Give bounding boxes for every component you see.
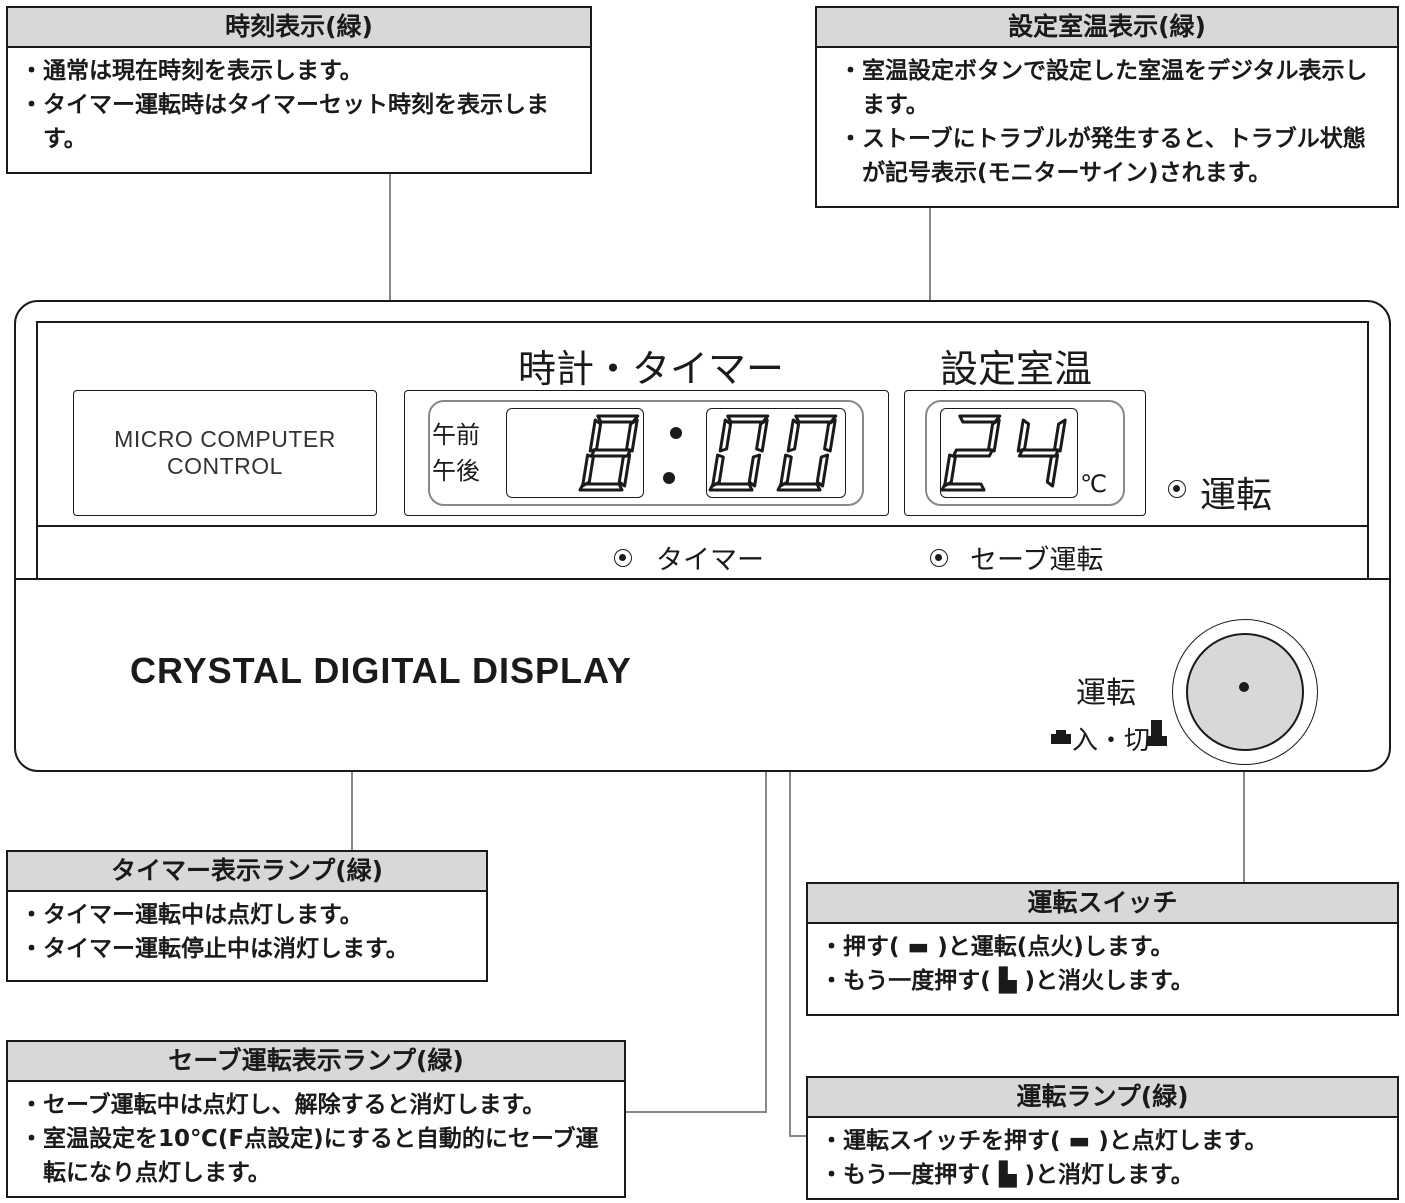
segment-a [596, 414, 640, 424]
clock-display-frame [404, 390, 889, 516]
segment-e [581, 453, 595, 488]
callout-item: タイマー運転中は点灯します。 [20, 898, 476, 932]
run-lamp-label: 運転 [1200, 475, 1273, 516]
run-switch-button[interactable] [1186, 633, 1304, 751]
set-temp-label: 設定室温 [940, 347, 1093, 391]
segment-c [815, 453, 830, 488]
segment-b [625, 418, 639, 453]
minute-digit-box [706, 408, 846, 498]
micro-line: MICRO COMPUTER [114, 426, 336, 452]
segment-a [726, 414, 770, 424]
segment-f [718, 418, 733, 453]
micro-computer-badge: MICRO COMPUTER CONTROL [73, 390, 377, 516]
segment-g [589, 448, 632, 458]
run-lamp-indicator [1168, 480, 1186, 498]
callout-title: 設定室温表示(緑) [817, 8, 1397, 48]
segment-d [578, 482, 624, 492]
callout-save-lamp: セーブ運転表示ランプ(緑) セーブ運転中は点灯し、解除すると消灯します。 室温設… [6, 1040, 626, 1198]
segment-d [776, 482, 822, 492]
segment-b [755, 418, 769, 453]
minute-ones-digit [776, 414, 838, 492]
callout-run-switch: 運転スイッチ 押す( ▬ )と運転(点火)します。 もう一度押す( ▙ )と消火… [806, 882, 1399, 1016]
segment-b [1053, 418, 1067, 453]
callout-item: ストーブにトラブルが発生すると、トラブル状態が記号表示(モニターサイン)されます… [839, 122, 1387, 190]
segment-e [943, 453, 957, 488]
control-panel [14, 300, 1391, 772]
callout-timer-lamp: タイマー表示ランプ(緑) タイマー運転中は点灯します。 タイマー運転停止中は消灯… [6, 850, 488, 982]
save-lamp-indicator [930, 549, 948, 567]
callout-item: 室温設定を10℃(F点設定)にすると自動的にセーブ運転になり点灯します。 [20, 1122, 614, 1190]
pm-indicator: 午後 [432, 457, 480, 485]
panel-divider [36, 525, 1369, 527]
segment-a [958, 414, 1002, 424]
segment-f [786, 418, 801, 453]
display-area [36, 321, 1369, 579]
callout-title: セーブ運転表示ランプ(緑) [8, 1042, 624, 1082]
switch-label: 運転 [1076, 676, 1136, 711]
callout-title: 運転ランプ(緑) [808, 1078, 1397, 1118]
segment-g [951, 448, 994, 458]
panel-divider [14, 578, 1391, 580]
hour-digit-box [506, 408, 644, 498]
callout-item: もう一度押す( ▙ )と消火します。 [820, 964, 1387, 998]
press-out-icon [1147, 720, 1167, 746]
callout-item: タイマー運転時はタイマーセット時刻を表示します。 [20, 88, 580, 156]
run-switch-dot [1239, 682, 1249, 692]
callout-item: 室温設定ボタンで設定した室温をデジタル表示します。 [839, 54, 1387, 122]
segment-a [794, 414, 838, 424]
minute-tens-digit [708, 414, 770, 492]
colon-dot-top [670, 427, 682, 439]
callout-temp-display: 設定室温表示(緑) 室温設定ボタンで設定した室温をデジタル表示します。 ストーブ… [815, 6, 1399, 208]
callout-item: タイマー運転停止中は消灯します。 [20, 932, 476, 966]
temp-unit: ℃ [1080, 470, 1107, 498]
segment-c [617, 453, 632, 488]
segment-f [588, 418, 603, 453]
temp-digit-box [940, 408, 1078, 498]
segment-b [823, 418, 837, 453]
callout-run-lamp: 運転ランプ(緑) 運転スイッチを押す( ▬ )と点灯します。 もう一度押す( ▙… [806, 1076, 1399, 1200]
brand-text: CRYSTAL DIGITAL DISPLAY [130, 650, 632, 691]
callout-title: タイマー表示ランプ(緑) [8, 852, 486, 892]
callout-title: 時刻表示(緑) [8, 8, 590, 48]
temp-display-frame [904, 390, 1146, 516]
timer-lamp-label: タイマー [656, 545, 764, 576]
segment-b [987, 418, 1001, 453]
hour-digit [578, 414, 640, 492]
callout-item: 運転スイッチを押す( ▬ )と点灯します。 [820, 1124, 1387, 1158]
micro-line: CONTROL [167, 453, 283, 479]
run-switch-ring [1172, 619, 1318, 765]
segment-d [940, 482, 986, 492]
temp-display-window [925, 400, 1125, 506]
save-lamp-label: セーブ運転 [970, 545, 1104, 576]
temp-ones-digit [1016, 418, 1067, 488]
segment-c [747, 453, 762, 488]
callout-item: セーブ運転中は点灯し、解除すると消灯します。 [20, 1088, 614, 1122]
segment-e [711, 453, 725, 488]
segment-e [779, 453, 793, 488]
callout-clock-display: 時刻表示(緑) 通常は現在時刻を表示します。 タイマー運転時はタイマーセット時刻… [6, 6, 592, 174]
callout-item: もう一度押す( ▙ )と消灯します。 [820, 1158, 1387, 1192]
callout-title: 運転スイッチ [808, 884, 1397, 924]
timer-lamp-indicator [614, 549, 632, 567]
segment-f [1016, 418, 1031, 453]
switch-onoff-label: 入・切 [1072, 726, 1151, 756]
segment-d [708, 482, 754, 492]
callout-item: 押す( ▬ )と運転(点火)します。 [820, 930, 1387, 964]
am-indicator: 午前 [432, 421, 480, 449]
segment-c [1045, 453, 1060, 488]
colon-dot-bottom [663, 472, 675, 484]
clock-timer-label: 時計・タイマー [518, 347, 785, 391]
temp-tens-digit [940, 414, 1002, 492]
clock-display-window [428, 400, 864, 506]
callout-item: 通常は現在時刻を表示します。 [20, 54, 580, 88]
press-in-icon [1051, 730, 1071, 744]
